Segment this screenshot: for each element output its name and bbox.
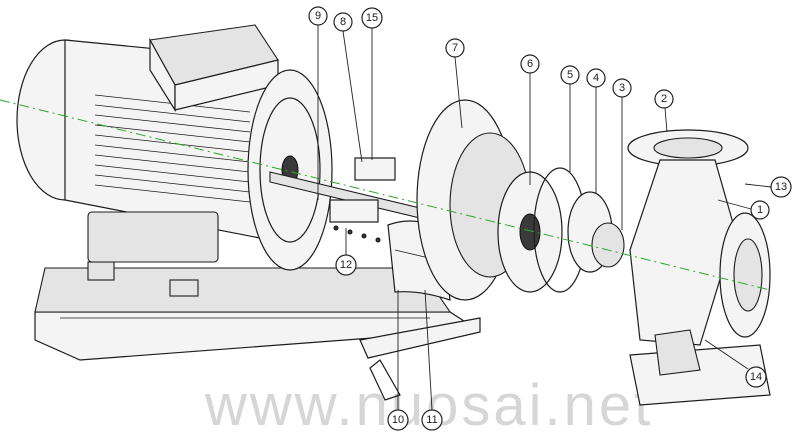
svg-text:6: 6 — [527, 58, 533, 70]
callout-5: 5 — [560, 65, 580, 172]
callout-12: 12 — [335, 228, 357, 276]
svg-text:3: 3 — [619, 82, 625, 94]
coupling-parts — [329, 157, 396, 243]
callout-11: 11 — [421, 289, 443, 431]
svg-text:5: 5 — [567, 69, 573, 81]
svg-text:15: 15 — [366, 12, 378, 24]
svg-text:12: 12 — [340, 259, 352, 271]
callout-2: 2 — [654, 89, 674, 133]
electric-motor — [16, 24, 333, 271]
seal-cover — [497, 171, 563, 293]
callout-8: 8 — [333, 12, 363, 163]
callout-3: 3 — [612, 78, 632, 230]
base-frame — [34, 261, 481, 401]
impeller — [567, 191, 625, 273]
svg-text:11: 11 — [426, 414, 437, 426]
callout-9: 9 — [308, 6, 328, 200]
callout-7: 7 — [445, 38, 465, 129]
svg-text:4: 4 — [593, 72, 599, 84]
svg-text:9: 9 — [315, 10, 321, 22]
callout-13: 13 — [744, 176, 792, 198]
svg-text:10: 10 — [392, 414, 404, 426]
callout-1: 1 — [717, 199, 770, 220]
coupling-half-lower — [329, 199, 379, 223]
coupling-half-upper — [354, 157, 396, 181]
callout-4: 4 — [586, 68, 606, 194]
base-foot-pad-right — [169, 279, 199, 297]
center-axis-line — [0, 99, 771, 291]
callout-15: 15 — [361, 7, 383, 160]
svg-text:2: 2 — [661, 93, 667, 105]
callout-6: 6 — [520, 54, 540, 185]
bearing-bracket — [416, 99, 531, 301]
callout-10: 10 — [387, 290, 409, 431]
base-foot-pad-left — [87, 261, 115, 281]
svg-text:8: 8 — [340, 16, 346, 28]
callout-14: 14 — [704, 339, 767, 388]
svg-text:7: 7 — [452, 42, 458, 54]
svg-text:1: 1 — [757, 204, 763, 216]
svg-text:14: 14 — [750, 371, 762, 383]
svg-text:13: 13 — [775, 181, 787, 193]
pump-casing — [627, 129, 771, 346]
